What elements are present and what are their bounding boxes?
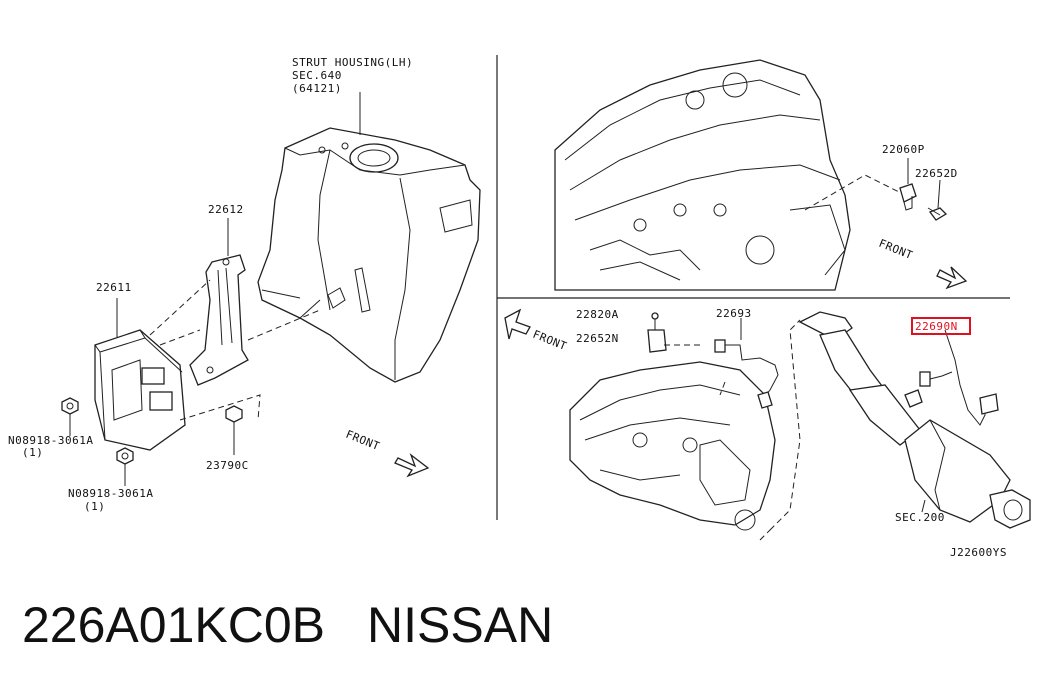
label-front-top-right: FRONT [877, 237, 915, 262]
front-arrow-left [394, 453, 430, 478]
engine-top-drawing [554, 59, 851, 291]
highlight-box-22690n [911, 317, 971, 335]
label-22820a: 22820A [576, 308, 619, 321]
clip-22652n-drawing [647, 329, 667, 353]
label-23790c: 23790C [206, 459, 249, 472]
oxygen-sensor-22690n-drawing [904, 329, 999, 426]
strut-housing-drawing [257, 127, 481, 383]
label-22060p: 22060P [882, 143, 925, 156]
assembly-line-22060p [804, 174, 906, 211]
front-arrow-top-right [936, 266, 968, 290]
label-strut-housing-1: STRUT HOUSING(LH) [292, 56, 413, 69]
bolt-22820a-drawing [651, 312, 659, 330]
nut-08918-a-drawing [61, 397, 79, 415]
diagram-code: J22600YS [950, 546, 1007, 559]
label-nut-a-qty: (1) [22, 446, 43, 459]
assembly-line-ecm [149, 279, 321, 421]
sensor-22060p-drawing [899, 183, 917, 211]
sensor-22693-drawing [714, 339, 779, 409]
front-arrow-bottom [504, 308, 531, 340]
catalytic-converter-drawing [798, 311, 1031, 529]
label-22652n: 22652N [576, 332, 619, 345]
label-22652d: 22652D [915, 167, 958, 180]
nut-08918-b-drawing [116, 447, 134, 465]
brand-name: NISSAN [367, 597, 554, 653]
label-22693: 22693 [716, 307, 752, 320]
label-strut-housing-2: SEC.640 [292, 69, 342, 82]
label-nut-b: N08918-3061A [68, 487, 153, 500]
label-front-left: FRONT [344, 428, 382, 453]
engine-bottom-drawing [569, 361, 776, 531]
label-nut-b-qty: (1) [84, 500, 105, 513]
label-sec-200: SEC.200 [895, 511, 945, 524]
label-22611: 22611 [96, 281, 132, 294]
footer-caption: 226A01KC0B NISSAN [22, 596, 553, 654]
bracket-22612-drawing [189, 254, 249, 386]
bolt-22652d-drawing [927, 207, 948, 221]
label-strut-housing-3: (64121) [292, 82, 342, 95]
label-nut-a: N08918-3061A [8, 434, 93, 447]
label-22690n[interactable]: 22690N [915, 320, 958, 333]
leader-sec-200 [921, 499, 926, 513]
bolt-23790c-drawing [225, 405, 243, 455]
label-front-bottom: FRONT [531, 328, 569, 353]
label-22612: 22612 [208, 203, 244, 216]
ecm-22611-drawing [94, 329, 186, 451]
part-number: 226A01KC0B [22, 597, 326, 653]
leader-22652d [937, 179, 941, 209]
